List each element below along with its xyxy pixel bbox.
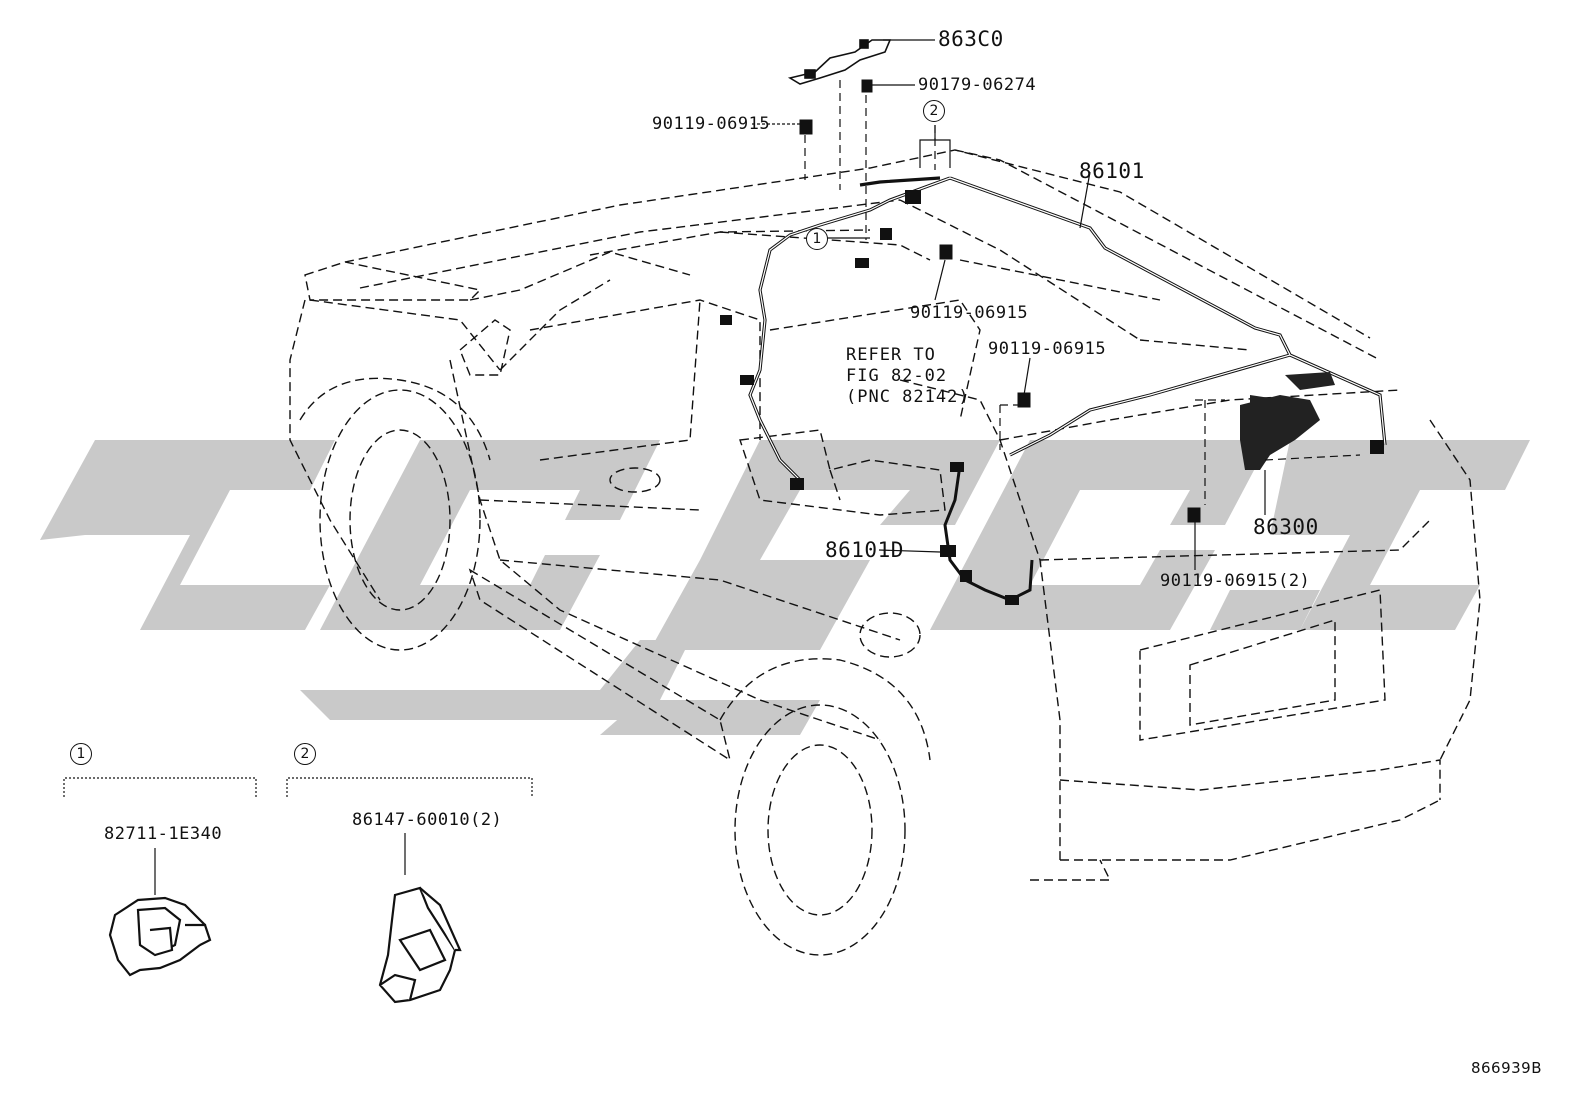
leader-lines [154, 39, 1266, 895]
reference-note: REFER TO FIG 82-02 (PNC 82142) [846, 345, 970, 408]
watermark-logo [40, 440, 1530, 735]
wire-harness-86101-inner [749, 177, 1386, 481]
harness-connectors [720, 190, 1384, 605]
vehicle-outline [289, 149, 1481, 956]
bracket-863C0 [787, 39, 892, 85]
label-86300: 86300 [1253, 515, 1319, 539]
antenna-86300 [1240, 372, 1335, 470]
label-90119-06915-top: 90119-06915 [652, 114, 771, 134]
callout-2-main: 2 [923, 100, 945, 122]
label-86101D: 86101D [825, 538, 904, 562]
callout-1-detail: 1 [70, 743, 92, 765]
label-86101: 86101 [1079, 159, 1145, 183]
callout-2-detail: 2 [294, 743, 316, 765]
label-863C0: 863C0 [938, 27, 1004, 51]
label-90119-06915-mid: 90119-06915 [910, 303, 1029, 323]
reference-note-line-3: (PNC 82142) [846, 387, 970, 407]
callout-1-main: 1 [806, 228, 828, 250]
label-82711-1E340: 82711-1E340 [104, 824, 223, 844]
label-90119-06915-right: 90119-06915 [988, 339, 1107, 359]
detail-brackets [63, 777, 533, 797]
reference-note-line-2: FIG 82-02 [846, 366, 948, 386]
figure-number: 866939B [1470, 1059, 1542, 1077]
label-86147-60010: 86147-60010(2) [352, 810, 503, 830]
label-90179-06274: 90179-06274 [918, 75, 1037, 95]
part-82711-1E340 [108, 896, 212, 977]
callout-bracket [919, 125, 951, 168]
part-86147-60010 [378, 886, 462, 1004]
label-90119-06915-x2: 90119-06915(2) [1160, 571, 1311, 591]
reference-note-line-1: REFER TO [846, 345, 936, 365]
bolts [799, 79, 1201, 523]
